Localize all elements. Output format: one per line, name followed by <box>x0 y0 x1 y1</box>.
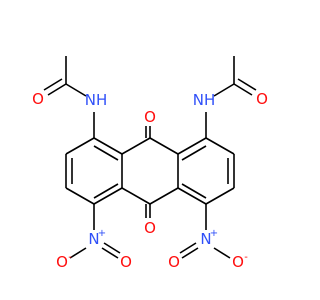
bond <box>177 137 207 155</box>
left-nitro-nitrogen: N <box>88 230 99 248</box>
right-nitro-minus-charge: - <box>244 252 248 263</box>
bond <box>121 187 151 205</box>
left-acetamide-bonds <box>43 56 95 138</box>
right-nitro-nitrogen: N <box>200 230 211 248</box>
bond <box>69 247 87 259</box>
left-nitro-oxygen-minus: O <box>56 253 68 271</box>
bond-double <box>237 78 257 91</box>
molecule-drawing: O O NH NH O O N + O - O N + O O - <box>0 0 300 300</box>
bond <box>65 187 95 205</box>
left-nitro-oxygen: O <box>120 253 132 271</box>
bond <box>93 137 123 155</box>
bond <box>213 83 235 97</box>
right-amide-nitrogen: NH <box>193 91 216 109</box>
bond-inner <box>181 183 207 199</box>
bond-inner <box>93 145 119 161</box>
left-nitro-minus-charge: - <box>68 252 72 263</box>
bond <box>149 137 179 155</box>
right-acetyl-oxygen: O <box>256 90 268 108</box>
bond <box>93 187 123 205</box>
quinone-top-oxygen: O <box>144 108 156 126</box>
right-ring-bonds <box>177 137 235 205</box>
left-ring-bonds <box>65 137 123 205</box>
bond <box>181 247 199 259</box>
right-nitro-oxygen: O <box>168 253 180 271</box>
left-amide-nitrogen: NH <box>85 91 108 109</box>
bond-double <box>103 242 121 254</box>
bond <box>213 247 231 259</box>
bond <box>205 187 235 205</box>
right-nitro-oxygen-minus: O <box>232 253 244 271</box>
bond <box>121 137 151 155</box>
bond <box>149 187 179 205</box>
quinone-bottom-oxygen: O <box>144 219 156 237</box>
right-nitro-plus-charge: + <box>210 228 218 239</box>
structure-canvas: O O NH NH O O N + O - O N + O O - <box>0 0 300 300</box>
background <box>0 0 300 300</box>
bond <box>65 83 87 97</box>
bond-double <box>43 78 63 91</box>
bond <box>101 247 119 259</box>
bond <box>205 137 235 155</box>
central-ring-bonds <box>121 126 179 218</box>
bond <box>177 187 207 205</box>
bond <box>65 137 95 155</box>
left-acetyl-oxygen: O <box>32 90 44 108</box>
left-nitro-bonds <box>69 204 121 259</box>
bond-double <box>179 242 197 254</box>
right-nitro-bonds <box>179 204 231 259</box>
left-nitro-plus-charge: + <box>98 228 106 239</box>
bond <box>47 83 67 96</box>
bond <box>233 83 253 96</box>
right-acetamide-bonds <box>205 56 257 138</box>
bond-inner <box>181 145 207 161</box>
bond-inner <box>93 183 119 199</box>
